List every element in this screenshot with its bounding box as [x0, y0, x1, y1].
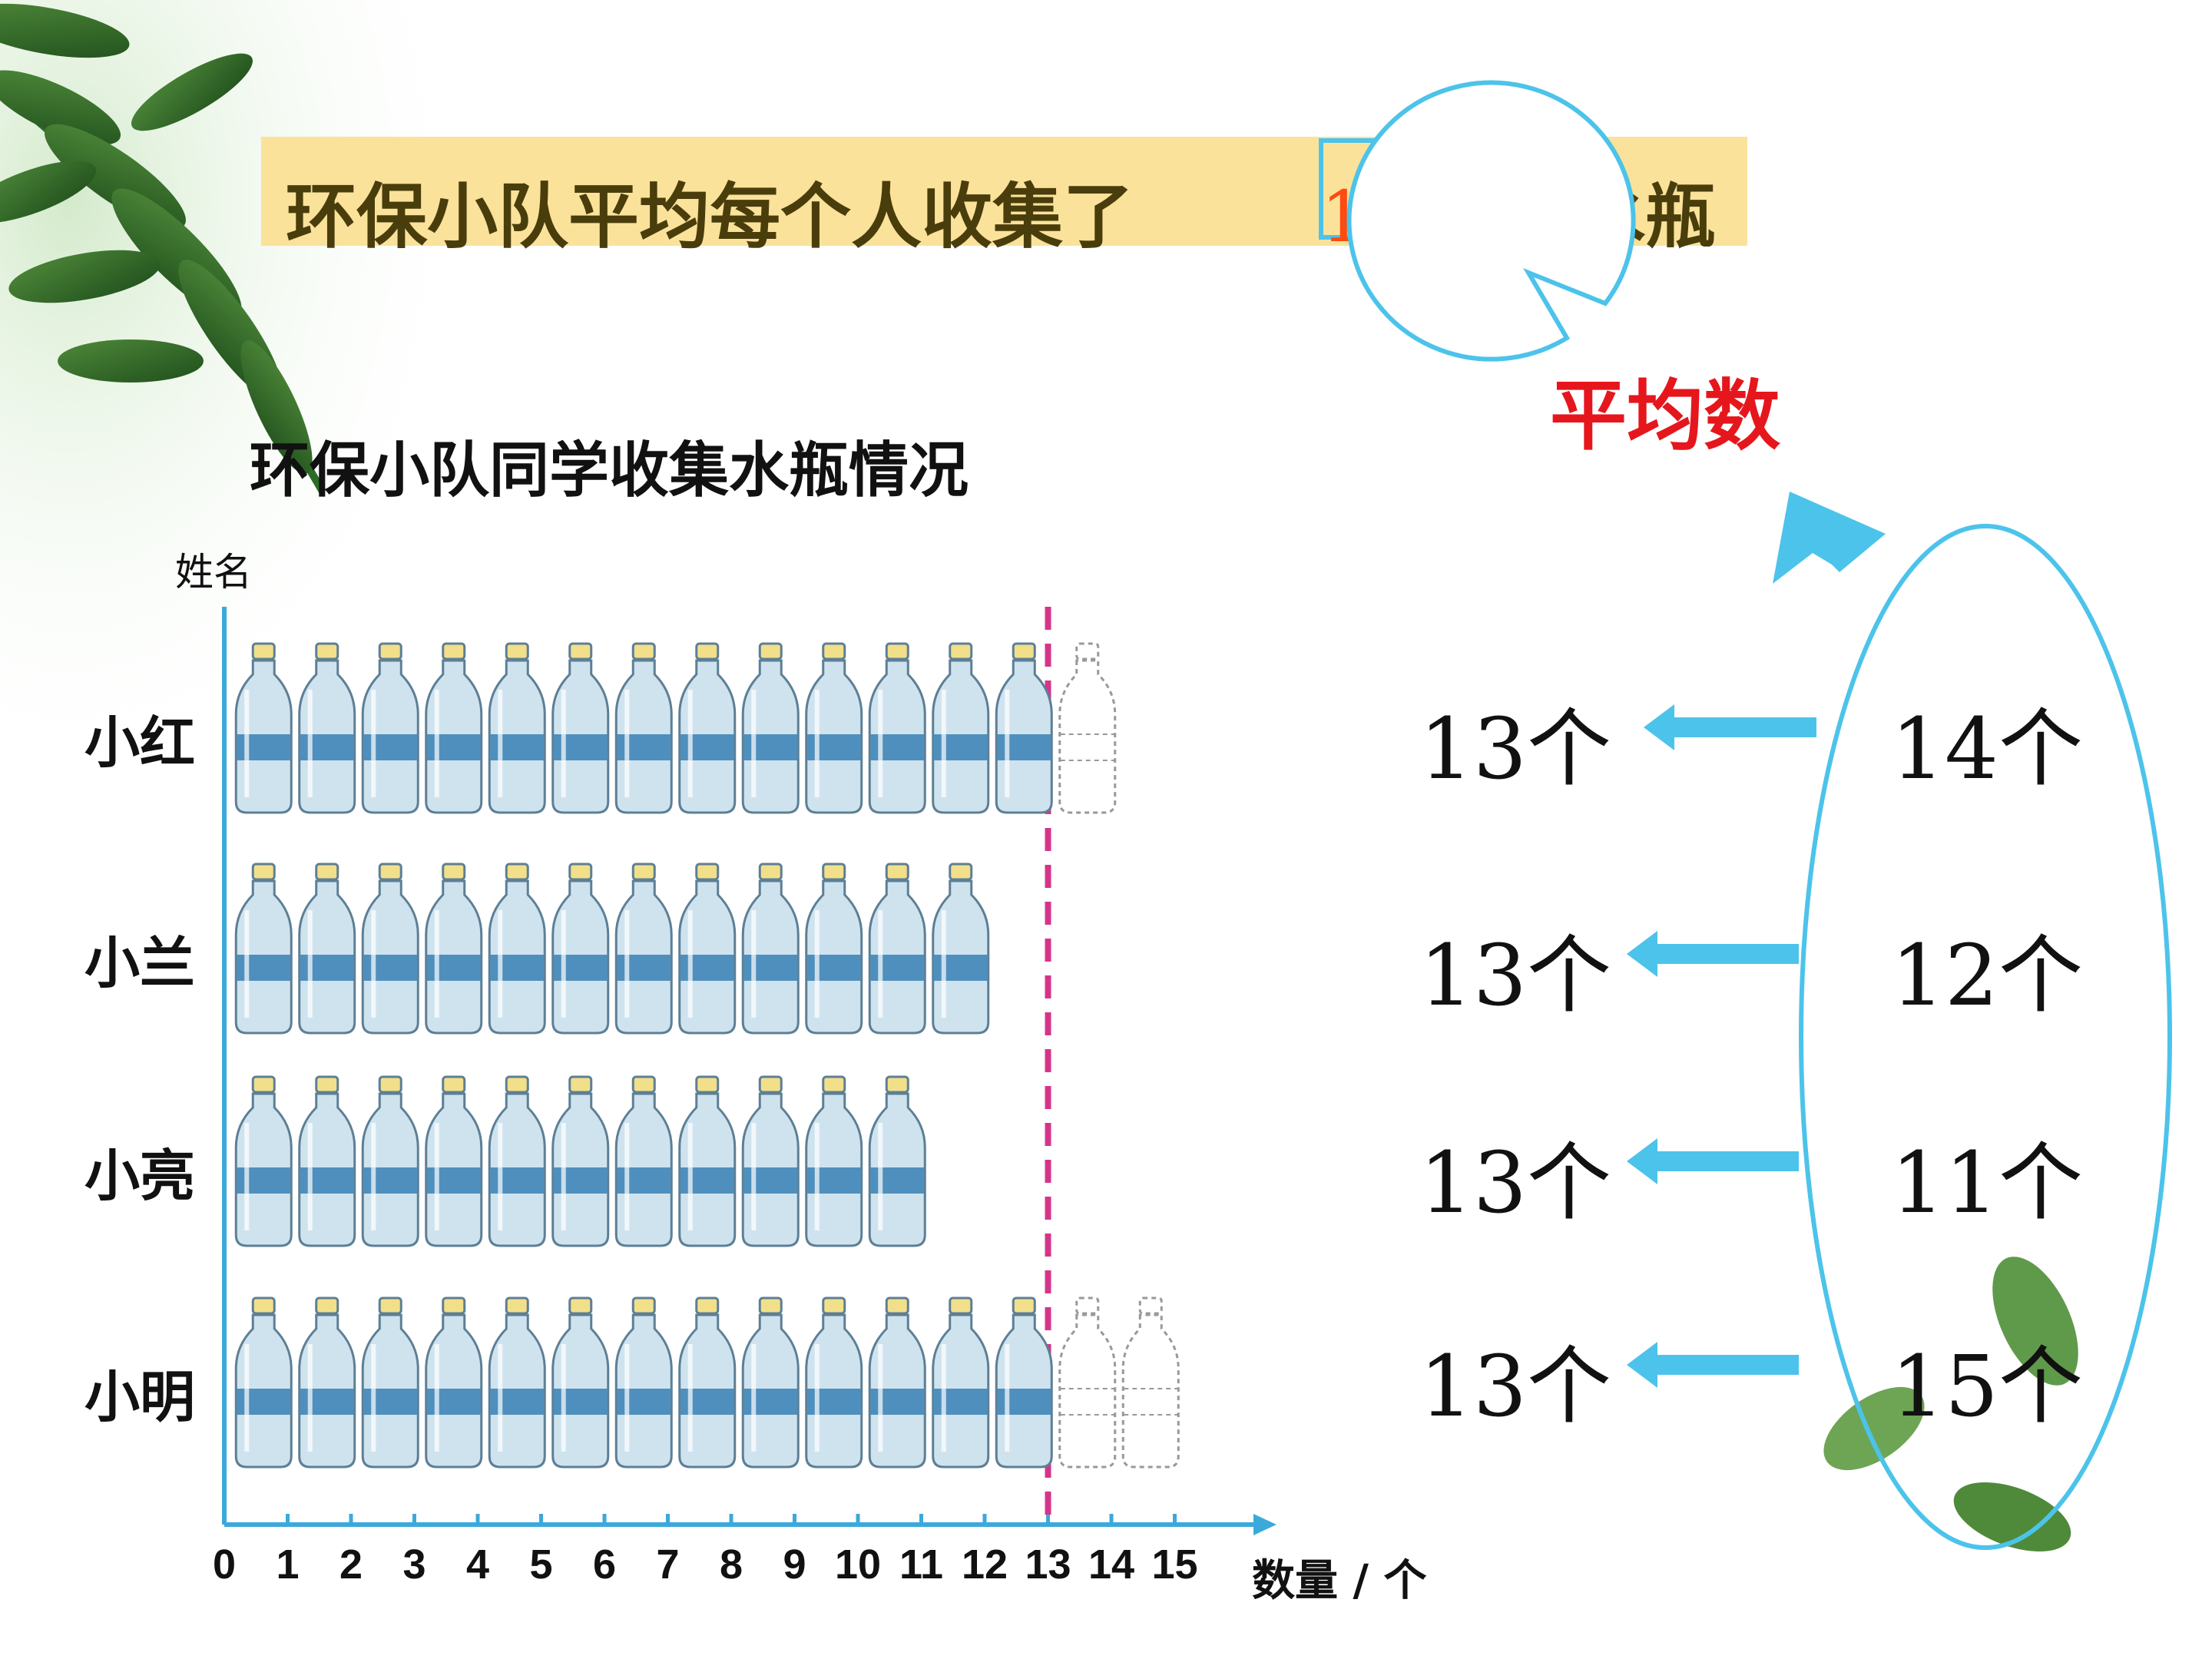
small-leaves-icon: [1823, 1257, 2078, 1551]
bottle: [551, 1075, 610, 1247]
x-axis-title: 数量 / 个: [1252, 1556, 1427, 1606]
bottle: [488, 642, 546, 814]
moved-bottle: [1058, 1296, 1117, 1469]
original-value: 14个: [1891, 700, 2083, 798]
averaged-value: 13个: [1419, 926, 1611, 1025]
x-tick-label: 11: [899, 1541, 943, 1588]
bottle: [551, 642, 610, 814]
x-tick-label: 4: [466, 1541, 489, 1588]
bottle: [614, 863, 673, 1035]
bottle: [551, 1296, 610, 1469]
bottle: [868, 642, 926, 814]
moved-bottle: [1121, 1296, 1180, 1469]
x-tick-label: 9: [783, 1541, 806, 1588]
bottle: [741, 1075, 800, 1247]
bottle: [488, 1296, 546, 1469]
up-arrow-icon: [1773, 492, 1886, 584]
x-tick-label: 0: [213, 1541, 236, 1588]
row-label: 小亮: [84, 1143, 196, 1208]
bottle: [868, 863, 926, 1035]
x-tick-label: 13: [1025, 1541, 1071, 1588]
bottle: [805, 863, 863, 1035]
left-arrow-icon: [1627, 931, 1799, 977]
bottle: [868, 1075, 926, 1247]
chart-title: 环保小队同学收集水瓶情况: [250, 435, 969, 505]
bottle: [361, 863, 419, 1035]
bottle: [551, 863, 610, 1035]
left-arrow-icon: [1627, 1138, 1799, 1184]
bottle: [614, 1296, 673, 1469]
bottle: [678, 642, 737, 814]
bottle: [805, 1075, 863, 1247]
bottle: [678, 1075, 737, 1247]
left-arrow-icon: [1644, 704, 1816, 750]
bottle: [425, 863, 483, 1035]
averaged-value: 13个: [1419, 1337, 1611, 1435]
averaged-value: 13个: [1419, 700, 1611, 798]
x-tick-label: 12: [962, 1541, 1008, 1588]
x-tick-label: 7: [656, 1541, 679, 1588]
bottle: [234, 1075, 293, 1247]
bottle: [741, 863, 800, 1035]
bottle: [868, 1296, 926, 1469]
bottle: [678, 1296, 737, 1469]
bottle: [614, 1075, 673, 1247]
bottle: [614, 642, 673, 814]
bottle: [995, 1296, 1053, 1469]
bottle: [678, 863, 737, 1035]
bottle: [425, 1075, 483, 1247]
original-value: 11个: [1891, 1134, 2083, 1232]
bottle: [488, 863, 546, 1035]
bottle: [298, 1075, 356, 1247]
bottle: [234, 1296, 293, 1469]
bubble-shape: [1346, 80, 1636, 362]
bottle: [805, 1296, 863, 1469]
original-value: 15个: [1891, 1337, 2083, 1435]
row-label: 小兰: [84, 930, 196, 995]
x-tick-label: 5: [529, 1541, 552, 1588]
bottle: [488, 1075, 546, 1247]
bottle: [361, 642, 419, 814]
bottle: [298, 642, 356, 814]
row-label: 小明: [84, 1364, 196, 1429]
averaged-value: 13个: [1419, 1134, 1611, 1232]
x-axis-arrow-icon: [1253, 1514, 1277, 1535]
x-tick-label: 6: [593, 1541, 616, 1588]
bottle: [425, 642, 483, 814]
banner-prefix: 环保小队平均每个人收集了: [286, 175, 1134, 258]
bottle: [932, 642, 990, 814]
x-tick-label: 8: [720, 1541, 743, 1588]
bottle: [298, 1296, 356, 1469]
bubble-label: 平均数: [1550, 370, 1780, 461]
bottle: [361, 1296, 419, 1469]
x-tick-label: 14: [1088, 1541, 1134, 1588]
fern-leaf-icon: [0, 3, 326, 494]
bottle: [234, 642, 293, 814]
bottle: [995, 642, 1053, 814]
row-label: 小红: [84, 710, 196, 775]
bottle: [234, 863, 293, 1035]
x-tick-label: 15: [1151, 1541, 1197, 1588]
x-tick-label: 1: [276, 1541, 299, 1588]
bottle: [805, 642, 863, 814]
bottle: [932, 1296, 990, 1469]
values-ellipse: [1799, 524, 2172, 1550]
x-tick-label: 3: [402, 1541, 426, 1588]
x-tick-label: 10: [835, 1541, 881, 1588]
bottle: [932, 863, 990, 1035]
x-tick-label: 2: [339, 1541, 363, 1588]
bottle: [298, 863, 356, 1035]
left-arrow-icon: [1627, 1342, 1799, 1388]
moved-bottle: [1058, 642, 1117, 814]
bottle: [361, 1075, 419, 1247]
bottle: [425, 1296, 483, 1469]
y-axis-title: 姓名: [175, 550, 252, 594]
original-value: 12个: [1891, 926, 2083, 1025]
bottle: [741, 1296, 800, 1469]
bottle: [741, 642, 800, 814]
